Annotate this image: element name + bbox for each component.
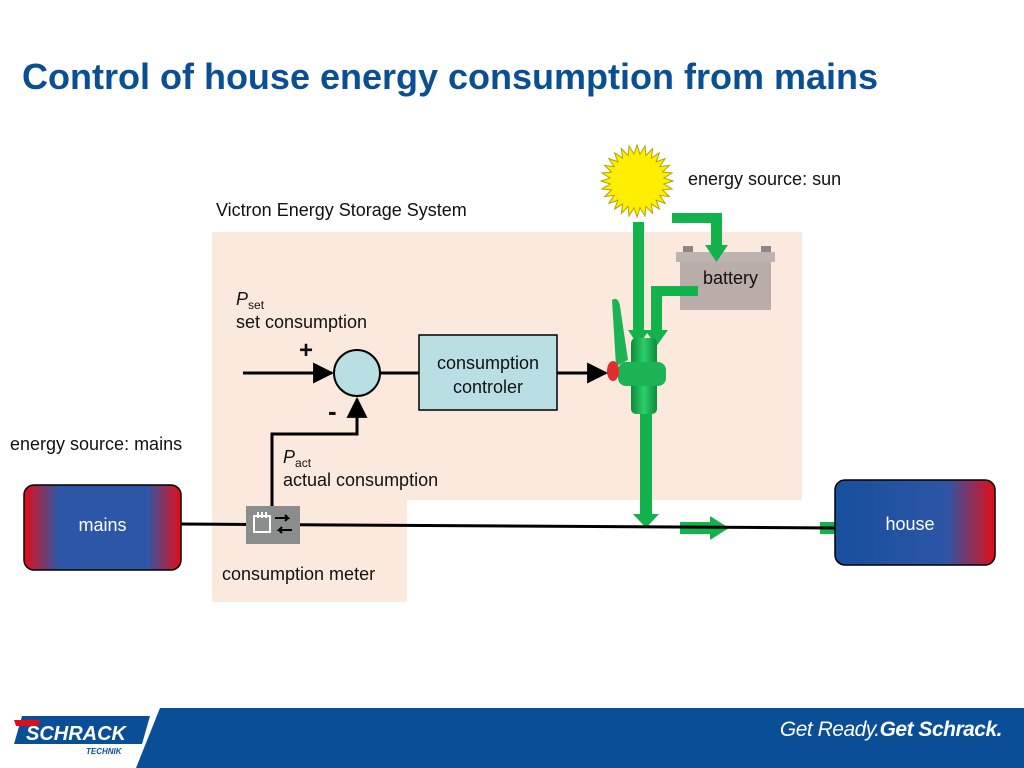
pact-description: actual consumption (283, 470, 439, 490)
house-label: house (885, 514, 935, 534)
pact-symbol: P (283, 447, 296, 467)
pact-label: Pact (283, 447, 311, 470)
mains-label: mains (78, 515, 127, 535)
pset-label: Pset (236, 289, 264, 312)
house-box (834, 479, 996, 566)
pset-description: set consumption (236, 312, 368, 332)
page-title: Control of house energy consumption from… (22, 56, 879, 97)
controller-label-line1: consumption (436, 353, 540, 373)
mains-source-label: energy source: mains (10, 434, 183, 454)
consumption-controller-box (418, 334, 558, 411)
energy-diagram (23, 143, 996, 602)
minus-sign: - (328, 396, 337, 426)
footer-bar: SCHRACK TECHNIK (14, 708, 1024, 768)
mains-box (23, 484, 182, 571)
meter-area (212, 500, 407, 602)
sun-source-label: energy source: sun (688, 169, 842, 189)
slogan-part2: Get Schrack. (879, 718, 1003, 741)
schrack-logo: SCHRACK TECHNIK (14, 716, 150, 756)
storage-system-label: Victron Energy Storage System (216, 200, 467, 220)
meter-label: consumption meter (222, 564, 376, 584)
battery-icon (676, 246, 775, 310)
plus-sign: + (299, 337, 314, 364)
summing-junction (333, 349, 381, 397)
controller-label-line2: controler (452, 377, 524, 397)
valve-icon (607, 298, 666, 414)
pset-symbol: P (236, 289, 249, 309)
pact-subscript: act (295, 456, 312, 470)
sun-icon (599, 143, 675, 219)
slogan-part1: Get Ready. (779, 718, 880, 741)
footer-slogan: Get Ready.Get Schrack. (779, 718, 1003, 742)
battery-label: battery (703, 268, 759, 288)
logo-subtitle: TECHNIK (86, 747, 123, 756)
meter-icon (246, 506, 300, 544)
pset-subscript: set (248, 298, 265, 312)
logo-wordmark: SCHRACK (26, 723, 128, 745)
